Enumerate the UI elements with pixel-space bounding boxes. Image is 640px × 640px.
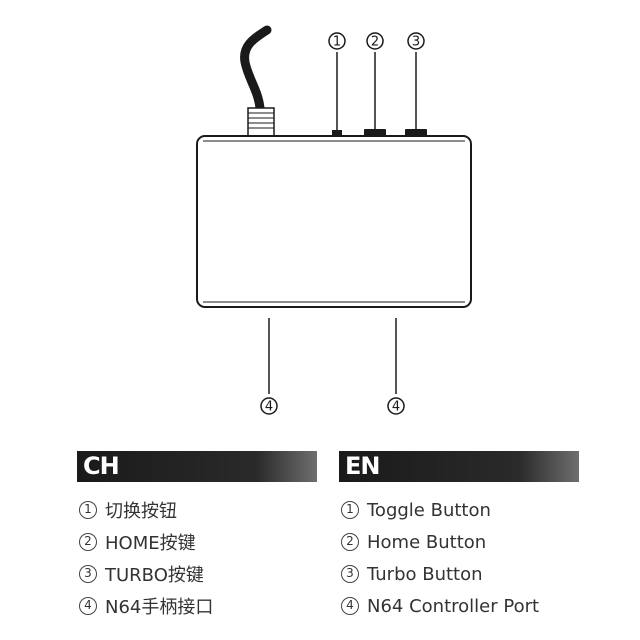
legend-text: TURBO按键 xyxy=(105,565,204,586)
legend-text: Turbo Button xyxy=(367,563,483,585)
legend-text: 切换按钮 xyxy=(105,501,177,522)
legend-number: 3 xyxy=(79,565,97,583)
legend-item: 1 切换按钮 xyxy=(77,494,317,526)
section-header-en: EN xyxy=(339,451,579,482)
svg-text:1: 1 xyxy=(333,35,341,50)
legend-number: 4 xyxy=(79,597,97,615)
toggle-switch xyxy=(332,130,342,136)
legend-en: EN 1 Toggle Button 2 Home Button 3 Turbo… xyxy=(339,451,579,622)
legend-number: 2 xyxy=(79,533,97,551)
legend-ch: CH 1 切换按钮 2 HOME按键 3 TURBO按键 4 N64手柄接口 xyxy=(77,451,317,622)
legend-item: 4 N64 Controller Port xyxy=(339,590,579,622)
cable-connector xyxy=(247,107,275,137)
legend-number: 3 xyxy=(341,565,359,583)
legend-number: 1 xyxy=(341,501,359,519)
legend-item: 3 TURBO按键 xyxy=(77,558,317,590)
legend-item: 2 HOME按键 xyxy=(77,526,317,558)
legend-list-en: 1 Toggle Button 2 Home Button 3 Turbo Bu… xyxy=(339,494,579,622)
svg-text:2: 2 xyxy=(371,35,379,50)
callout-3: 3 xyxy=(407,32,425,50)
callout-4b: 4 xyxy=(387,397,405,415)
legend-item: 3 Turbo Button xyxy=(339,558,579,590)
legend-text: Toggle Button xyxy=(367,499,491,521)
legend-text: Home Button xyxy=(367,531,487,553)
callout-2: 2 xyxy=(366,32,384,50)
legend-text: HOME按键 xyxy=(105,533,196,554)
legend-text: N64 Controller Port xyxy=(367,595,540,617)
legend-text: N64手柄接口 xyxy=(105,597,214,618)
legend-item: 1 Toggle Button xyxy=(339,494,579,526)
svg-text:3: 3 xyxy=(412,35,420,50)
svg-text:4: 4 xyxy=(392,400,400,415)
section-header-ch: CH xyxy=(77,451,317,482)
svg-text:4: 4 xyxy=(265,400,273,415)
legend-number: 2 xyxy=(341,533,359,551)
home-button xyxy=(364,129,386,136)
legend-item: 4 N64手柄接口 xyxy=(77,590,317,622)
turbo-button xyxy=(405,129,427,136)
legend-list-ch: 1 切换按钮 2 HOME按键 3 TURBO按键 4 N64手柄接口 xyxy=(77,494,317,622)
device-diagram: 1 2 3 4 4 xyxy=(196,25,472,415)
legend-item: 2 Home Button xyxy=(339,526,579,558)
usb-cable xyxy=(240,25,272,113)
callout-1: 1 xyxy=(328,32,346,50)
callout-4a: 4 xyxy=(260,397,278,415)
legend-number: 4 xyxy=(341,597,359,615)
legend-number: 1 xyxy=(79,501,97,519)
device-body xyxy=(196,135,472,308)
